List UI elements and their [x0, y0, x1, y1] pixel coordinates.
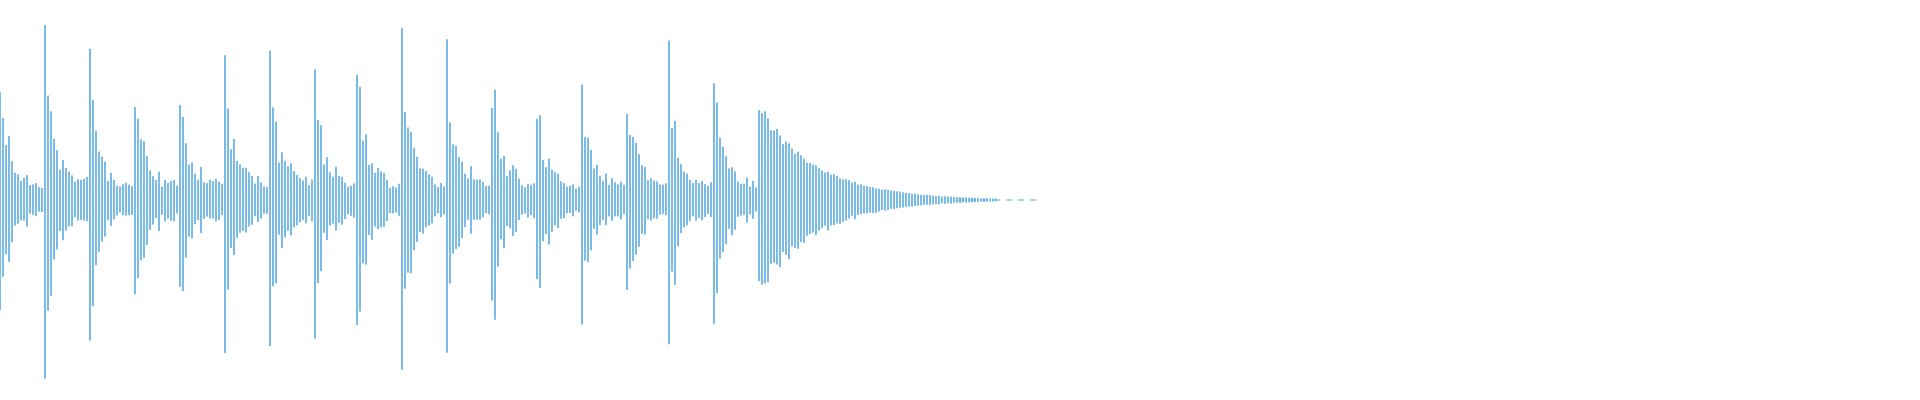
waveform-samples — [0, 25, 997, 379]
waveform-path — [0, 25, 997, 379]
